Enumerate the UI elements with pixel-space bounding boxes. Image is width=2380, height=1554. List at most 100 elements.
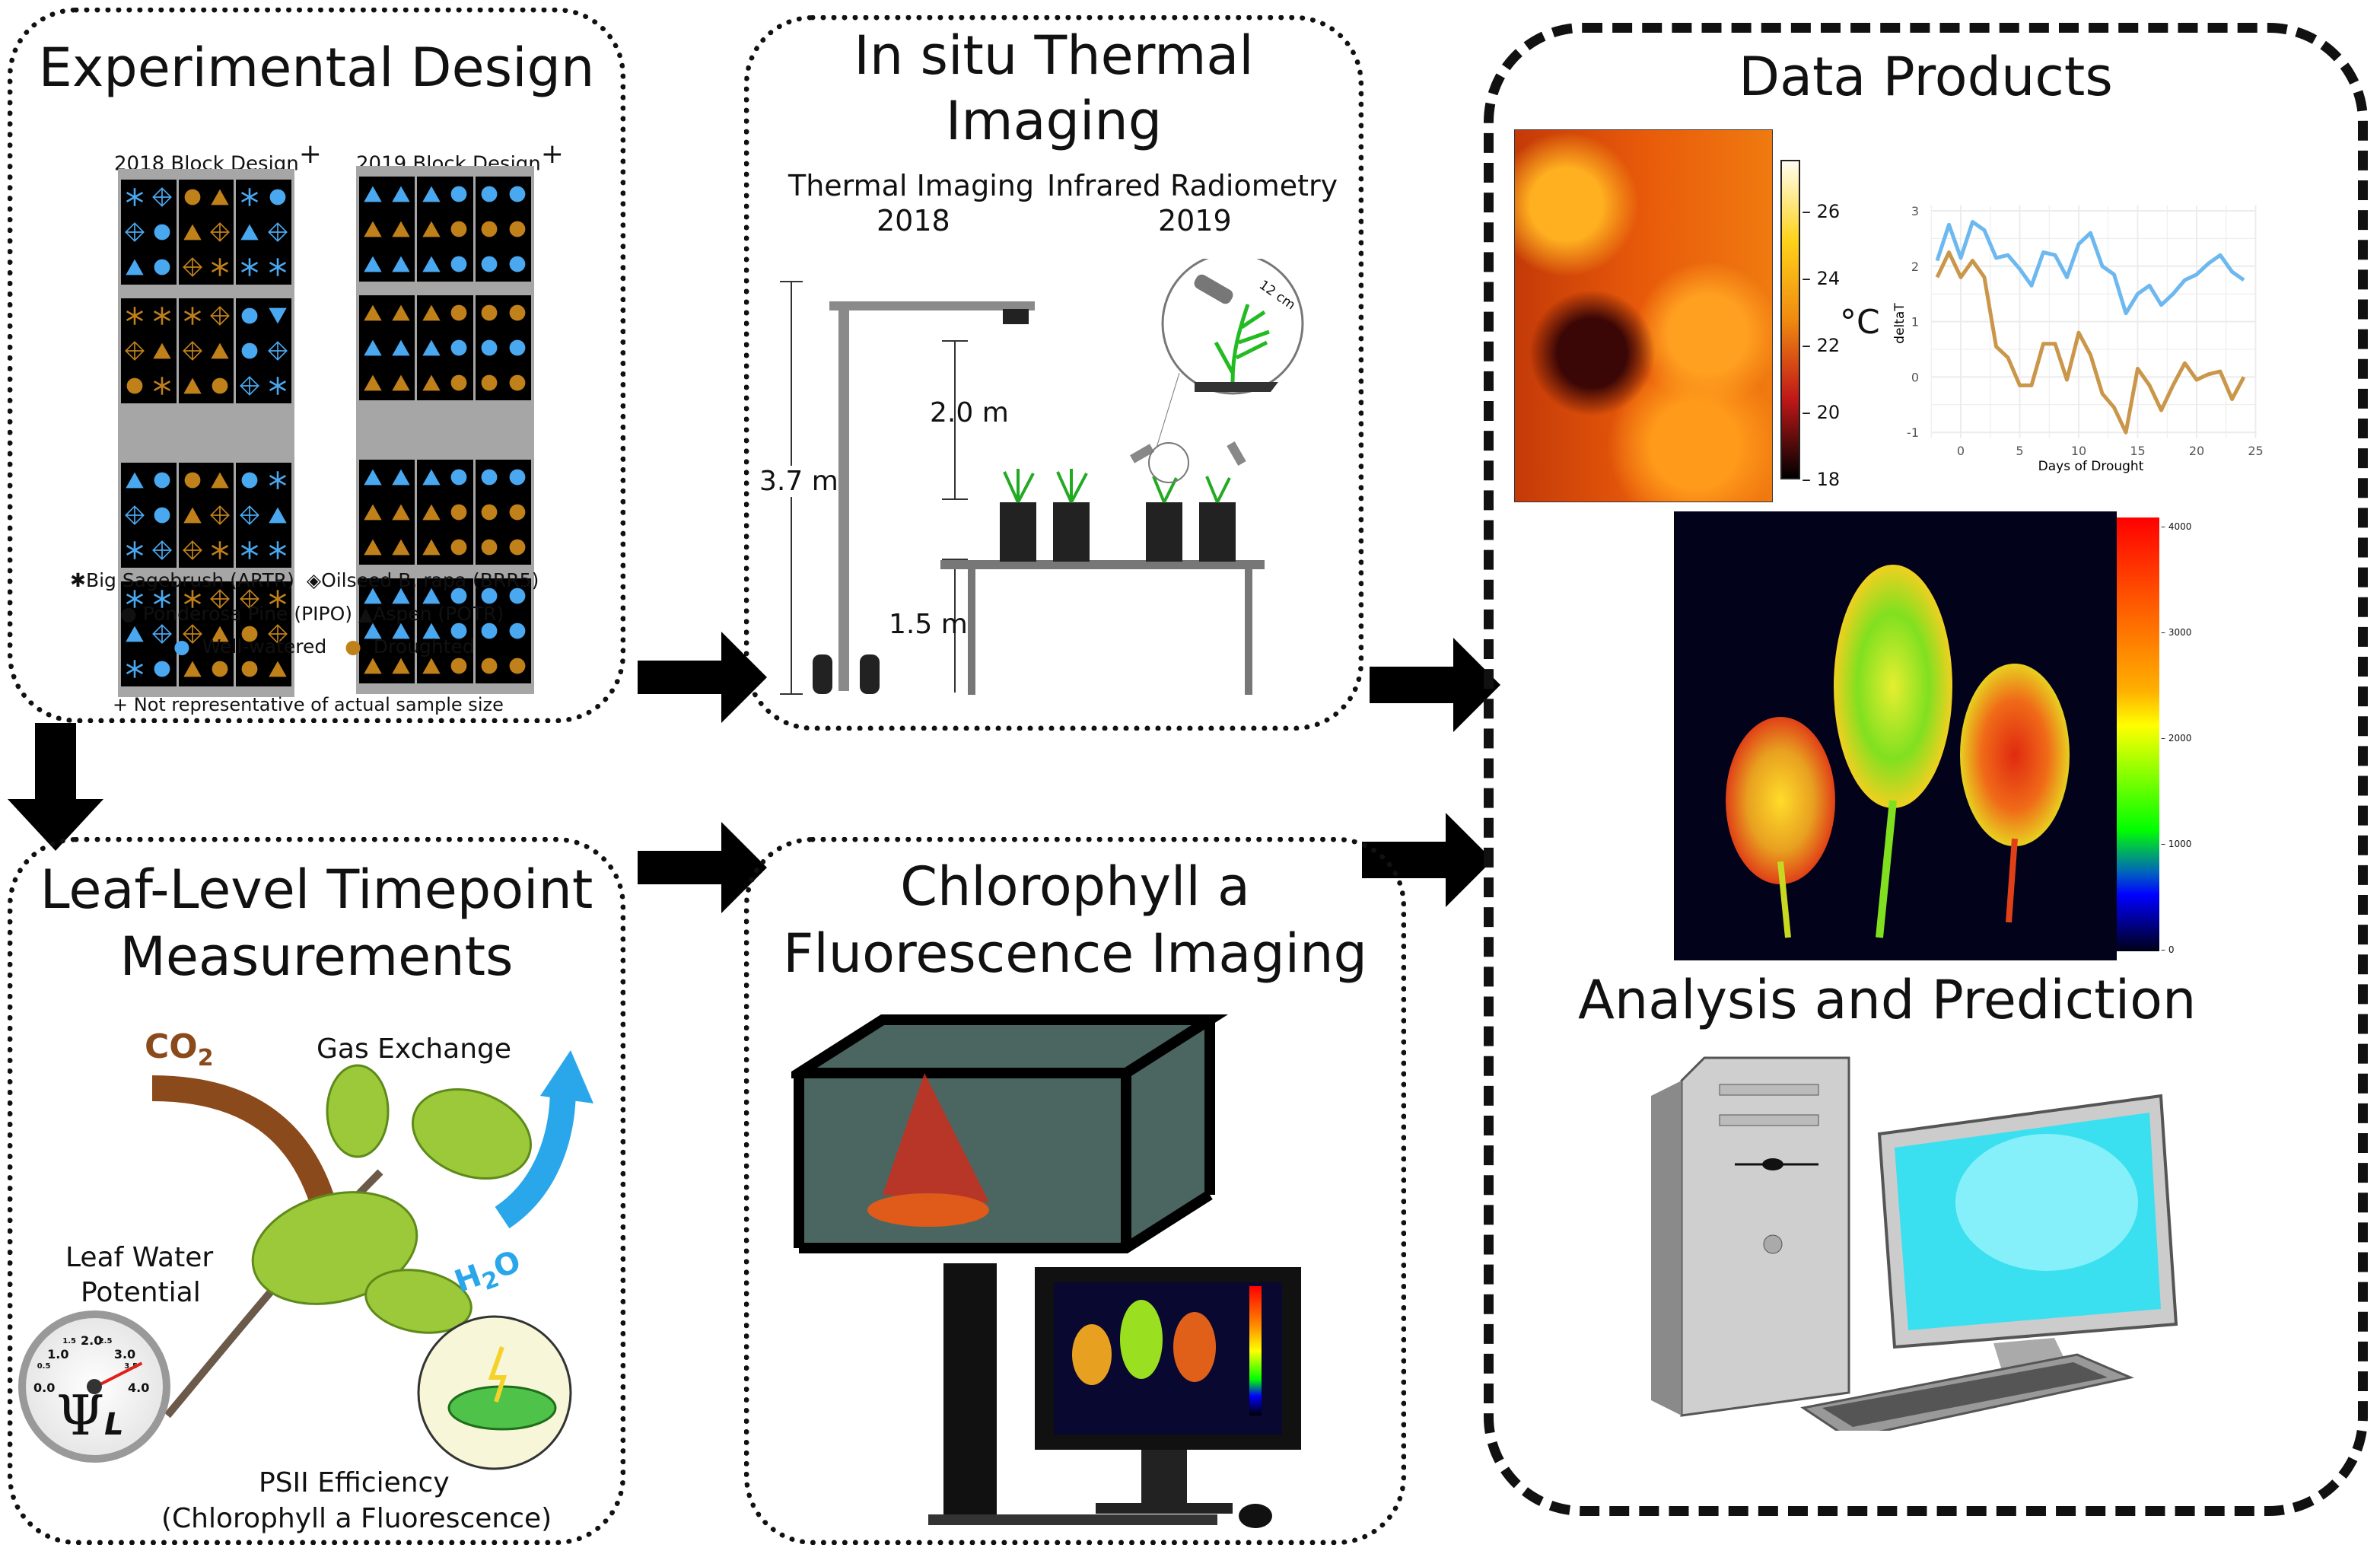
crossed-diamond-icon bbox=[152, 624, 173, 644]
circle-icon bbox=[481, 623, 498, 639]
circle-icon bbox=[126, 377, 143, 394]
triangle-icon: ▲ bbox=[358, 603, 374, 625]
x-tick-label: 10 bbox=[2071, 444, 2086, 458]
asterisk-icon bbox=[126, 307, 144, 325]
colorbar-tick-label: – 24 bbox=[1802, 267, 1841, 289]
block bbox=[121, 180, 291, 285]
triangle-icon bbox=[422, 623, 441, 639]
circle-icon bbox=[509, 469, 526, 486]
thermal-camera-icon bbox=[1003, 309, 1029, 324]
gauge-tick-label: 0.0 bbox=[33, 1380, 56, 1395]
circle-icon bbox=[242, 472, 258, 489]
colorbar-tick-label: – 2000 bbox=[2161, 732, 2192, 744]
triangle-icon bbox=[183, 507, 202, 524]
plot bbox=[475, 578, 531, 683]
asterisk-icon bbox=[126, 541, 144, 559]
thermal-unit-label: °C bbox=[1840, 303, 1880, 342]
asterisk-icon bbox=[154, 307, 171, 325]
y-tick-label: 2 bbox=[1911, 260, 1919, 274]
triangle-icon bbox=[364, 469, 383, 486]
leaf-level-title-line1: Leaf-Level Timepoint bbox=[40, 858, 593, 921]
triangle-icon bbox=[183, 377, 202, 394]
x-tick-label: 0 bbox=[1957, 444, 1965, 458]
arrow-right-icon bbox=[638, 822, 767, 913]
fluorescence-colorbar bbox=[2117, 517, 2159, 951]
circle-icon bbox=[509, 539, 526, 556]
crossed-diamond-icon bbox=[182, 624, 202, 644]
triangle-icon bbox=[269, 661, 287, 677]
circle-icon bbox=[481, 221, 498, 237]
circle-icon bbox=[509, 623, 526, 639]
wheel-icon bbox=[813, 654, 880, 694]
circle-icon bbox=[212, 377, 228, 394]
triangle-icon bbox=[422, 504, 441, 521]
plot bbox=[475, 295, 531, 400]
triangle-icon bbox=[392, 588, 410, 604]
plot bbox=[178, 463, 234, 568]
triangle-icon bbox=[183, 661, 202, 677]
triangle-icon bbox=[364, 304, 383, 321]
x-tick-label: 15 bbox=[2130, 444, 2145, 458]
triangle-icon bbox=[392, 256, 410, 272]
triangle-icon bbox=[422, 256, 441, 272]
plot bbox=[178, 298, 234, 403]
colorbar-tick-label: – 18 bbox=[1802, 468, 1841, 490]
block bbox=[359, 578, 531, 683]
gauge-tick-label: 1.0 bbox=[47, 1347, 69, 1362]
plot bbox=[417, 295, 473, 400]
triangle-icon bbox=[422, 339, 441, 356]
triangle-icon bbox=[211, 472, 229, 489]
crossed-diamond-icon bbox=[210, 306, 231, 326]
psii-efficiency-line2: (Chlorophyll a Fluorescence) bbox=[161, 1503, 552, 1534]
thermal-imaging-label: Thermal Imaging bbox=[788, 169, 1034, 202]
circle-icon bbox=[481, 504, 498, 521]
crossed-diamond-icon bbox=[267, 222, 288, 242]
circle-icon bbox=[509, 221, 526, 237]
arrow-right-icon bbox=[638, 632, 767, 723]
plot bbox=[359, 295, 415, 400]
plot bbox=[417, 177, 473, 282]
triangle-icon bbox=[392, 504, 410, 521]
y-tick-label: 3 bbox=[1911, 204, 1919, 218]
crossed-diamond-icon bbox=[182, 540, 202, 560]
computer-tower-icon bbox=[943, 1263, 997, 1514]
crossed-diamond-icon bbox=[267, 624, 288, 644]
circle-icon bbox=[481, 256, 498, 272]
plot bbox=[359, 177, 415, 282]
asterisk-icon bbox=[212, 541, 229, 559]
triangle-icon bbox=[422, 469, 441, 486]
plot bbox=[121, 180, 177, 285]
asterisk-icon bbox=[126, 660, 144, 678]
plot bbox=[236, 463, 291, 568]
asterisk-icon bbox=[212, 258, 229, 276]
block bbox=[121, 298, 291, 403]
circle-icon bbox=[481, 304, 498, 321]
colorbar-tick-label: – 1000 bbox=[2161, 838, 2192, 849]
triangle-icon bbox=[392, 221, 410, 237]
asterisk-icon bbox=[183, 590, 201, 608]
circle-icon bbox=[509, 658, 526, 674]
circle-icon bbox=[184, 189, 201, 205]
circle-icon bbox=[242, 307, 258, 324]
plot bbox=[178, 180, 234, 285]
x-tick-label: 5 bbox=[2016, 444, 2023, 458]
crossed-diamond-icon: ◈ bbox=[300, 569, 322, 591]
circle-icon bbox=[509, 374, 526, 391]
circle-icon bbox=[509, 256, 526, 272]
psi-symbol: ΨL bbox=[56, 1384, 124, 1447]
block bbox=[121, 581, 291, 686]
circle-icon bbox=[154, 661, 170, 677]
asterisk-icon bbox=[269, 590, 286, 608]
plot bbox=[178, 581, 234, 686]
plot bbox=[417, 578, 473, 683]
block-grid-2018 bbox=[118, 169, 294, 697]
asterisk-icon bbox=[154, 377, 171, 395]
triangle-icon bbox=[422, 539, 441, 556]
circle-icon bbox=[481, 539, 498, 556]
circle-icon bbox=[481, 469, 498, 486]
triangle-icon bbox=[422, 588, 441, 604]
water-potential-gauge: 0.00.51.01.52.02.53.03.54.0 ΨL bbox=[18, 1310, 170, 1463]
triangle-icon bbox=[392, 539, 410, 556]
circle-icon bbox=[184, 472, 201, 489]
